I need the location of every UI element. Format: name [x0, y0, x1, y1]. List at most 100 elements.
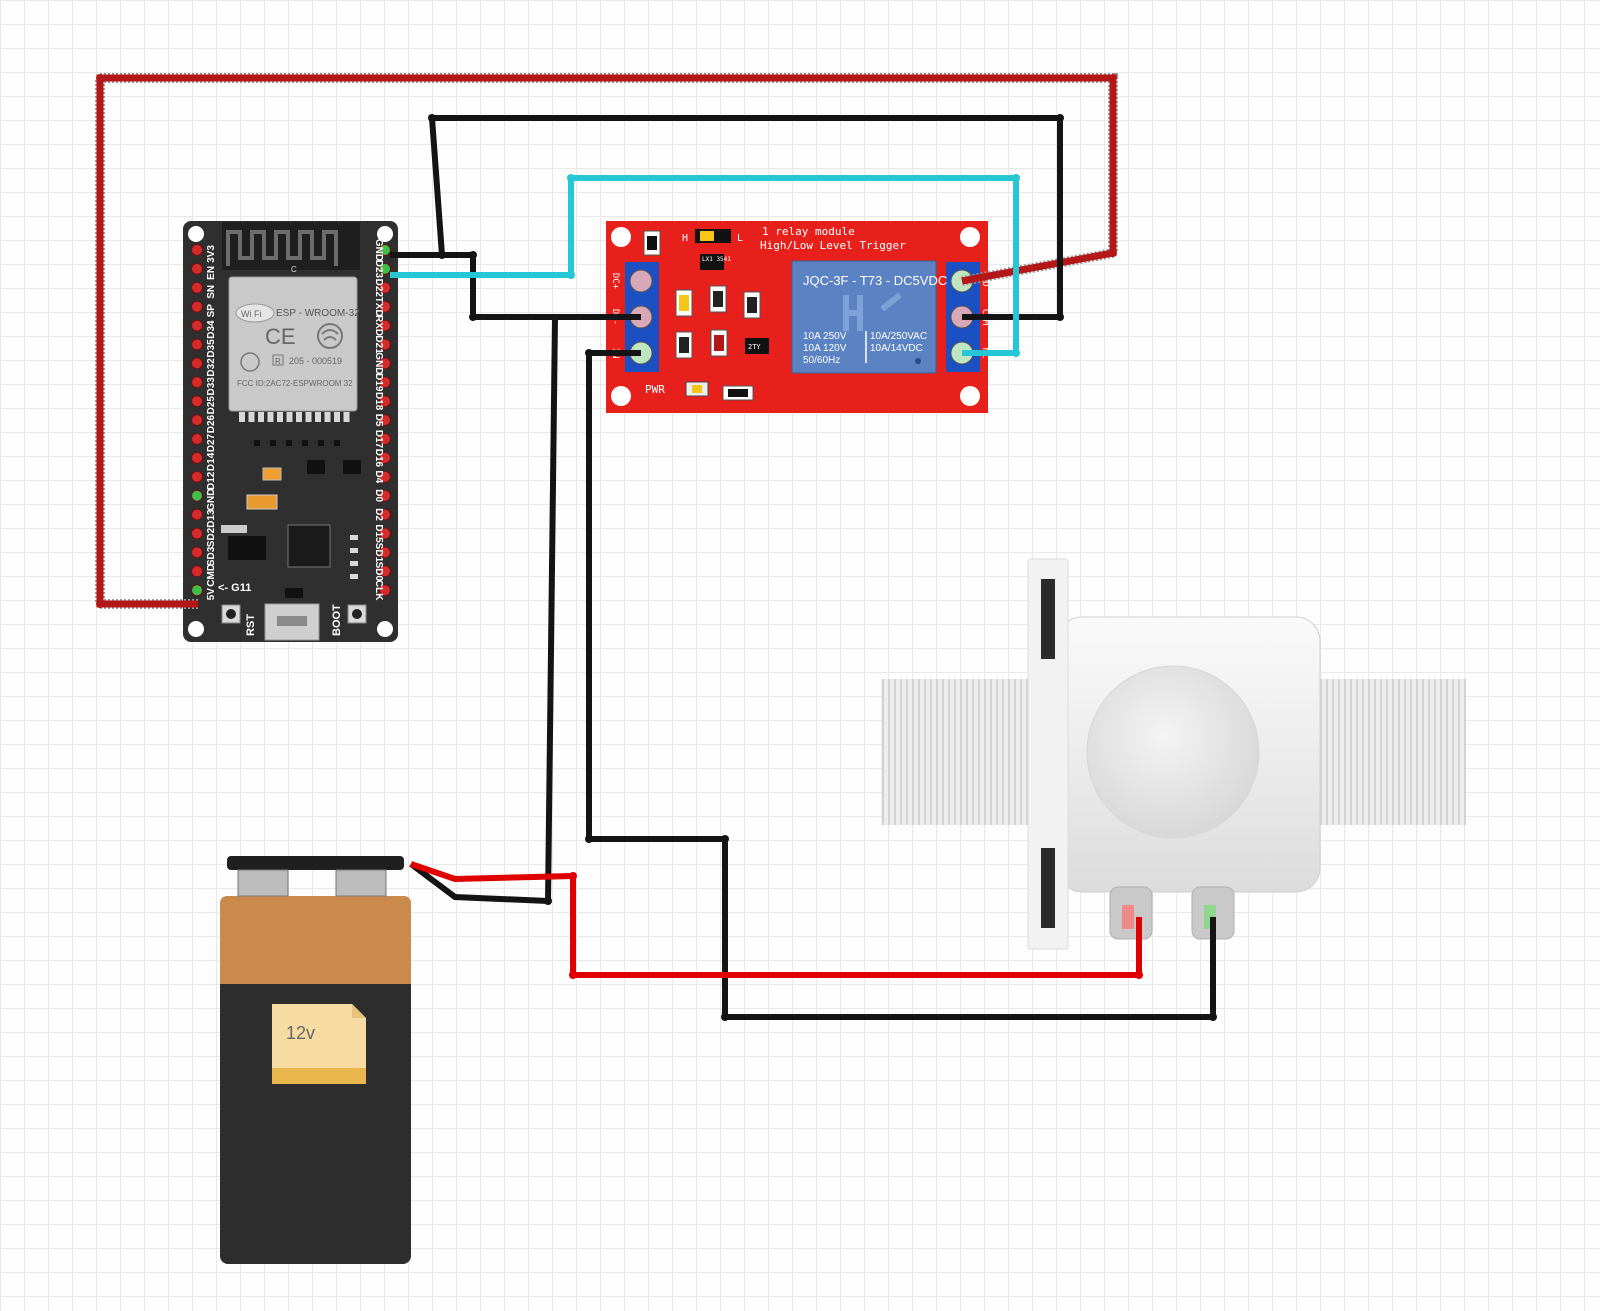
wire-bend-point[interactable]: [1056, 313, 1064, 321]
wire-bend-point[interactable]: [544, 897, 552, 905]
relay-schematic-icon: [843, 292, 902, 331]
wire-gnd-to-relay-dc-minus[interactable]: [390, 252, 641, 320]
esp32-pin-3v3[interactable]: [191, 244, 203, 256]
relay-title-2: High/Low Level Trigger: [760, 239, 906, 252]
esp32-pin-sn[interactable]: [191, 281, 203, 294]
esp32-board[interactable]: C Wi Fi ESP - WROOM-32 CE R 205 - 000519…: [183, 221, 398, 642]
esp32-mount-hole: [188, 621, 204, 637]
optocoupler-ic: [700, 254, 724, 270]
terminal-screw-dc-plus[interactable]: [629, 269, 653, 293]
esp32-pin-d19[interactable]: [379, 376, 391, 389]
esp32-pin-clk[interactable]: [379, 584, 391, 597]
esp32-pin-d32[interactable]: [191, 357, 203, 370]
esp32-pin-d5[interactable]: [379, 414, 391, 427]
wire-bend-point[interactable]: [1209, 1013, 1217, 1021]
esp32-pin-label: TXD: [373, 297, 384, 317]
esp32-pin-d26[interactable]: [191, 414, 203, 427]
esp32-pin-d2[interactable]: [379, 508, 391, 521]
esp32-pin-d4[interactable]: [379, 470, 391, 483]
wire-bend-point[interactable]: [1012, 174, 1020, 182]
wire-battery-pos-to-valve[interactable]: [410, 861, 1142, 978]
battery-label-icon: [272, 1004, 366, 1084]
antenna-trace-icon: [226, 230, 338, 266]
esp32-pin-sp[interactable]: [191, 300, 203, 313]
esp32-pin-cmd[interactable]: [191, 565, 203, 578]
wire-bend-point[interactable]: [438, 251, 446, 259]
solenoid-valve[interactable]: [881, 558, 1466, 950]
esp32-pin-gnd[interactable]: [379, 244, 391, 256]
esp32-pin-sd3[interactable]: [191, 546, 203, 559]
esp32-pin-d15[interactable]: [379, 527, 391, 540]
esp32-pin-txd[interactable]: [379, 300, 391, 313]
relay-module[interactable]: 1 relay module High/Low Level Trigger H …: [606, 221, 990, 413]
bracket-slot-bottom: [1041, 848, 1055, 928]
esp32-pin-d17[interactable]: [379, 433, 391, 445]
esp32-pin-label: GND: [373, 239, 384, 261]
esp32-pin-d22[interactable]: [379, 281, 391, 294]
wire-bend-point[interactable]: [1012, 349, 1020, 357]
wire-bend-point[interactable]: [469, 251, 477, 259]
wroom-pad: [305, 412, 312, 422]
esp32-pin-d35[interactable]: [191, 338, 203, 351]
wire-bend-point[interactable]: [1109, 249, 1117, 257]
wire-bend-point[interactable]: [569, 872, 577, 880]
smd-part: [270, 440, 276, 446]
esp32-pin-sd0[interactable]: [379, 565, 391, 578]
wroom-pad: [315, 412, 321, 422]
battery-snap-cap: [227, 856, 404, 870]
transistor: [307, 460, 325, 474]
battery-voltage: 12v: [286, 1023, 315, 1043]
wire-bend-point[interactable]: [1056, 114, 1064, 122]
wire-bend-point[interactable]: [1109, 74, 1117, 82]
esp32-pin-sd1[interactable]: [379, 546, 391, 559]
valve-coil-boss: [1086, 665, 1260, 839]
wire-bend-point[interactable]: [585, 349, 593, 357]
wire-bend-point[interactable]: [567, 271, 575, 279]
esp32-pin-gnd[interactable]: [191, 489, 203, 502]
esp32-pin-d25[interactable]: [191, 395, 203, 408]
esp32-pin-sd2[interactable]: [191, 527, 203, 540]
wire-bend-point[interactable]: [96, 74, 104, 82]
esp32-pin-label: EN: [206, 266, 217, 280]
wire-d23-to-relay-nc[interactable]: [390, 175, 1019, 356]
esp32-pin-d23[interactable]: [379, 262, 391, 275]
wire-bend-point[interactable]: [569, 971, 577, 979]
wire-bend-point[interactable]: [428, 114, 436, 122]
esp32-mount-hole: [377, 621, 393, 637]
esp32-pin-d21[interactable]: [379, 338, 391, 351]
esp32-pin-d14[interactable]: [191, 451, 203, 464]
esp32-pin-label: D34: [206, 320, 217, 339]
esp32-pin-d13[interactable]: [191, 508, 203, 521]
esp32-pin-en[interactable]: [191, 262, 203, 275]
esp32-pin-label: SN: [206, 285, 217, 299]
esp32-pin-gnd[interactable]: [379, 357, 391, 370]
esp32-pin-d16[interactable]: [379, 451, 391, 464]
wire-bend-point[interactable]: [469, 313, 477, 321]
esp32-pin-label: 5V: [206, 588, 217, 601]
esp32-pin-label: CMD: [206, 564, 217, 587]
wire-bend-point[interactable]: [721, 1013, 729, 1021]
esp32-pin-d27[interactable]: [191, 433, 203, 445]
wire-5v-to-relay-no[interactable]: [96, 74, 1117, 608]
esp32-pin-d0[interactable]: [379, 489, 391, 502]
esp32-pin-d33[interactable]: [191, 376, 203, 389]
wire-bend-point[interactable]: [585, 835, 593, 843]
antenna-mark: C: [291, 265, 297, 274]
wire-bend-point[interactable]: [721, 835, 729, 843]
esp32-pin-5v[interactable]: [191, 584, 203, 597]
wire-bend-point[interactable]: [567, 174, 575, 182]
pwr-label: PWR: [645, 383, 665, 396]
wire-bend-point[interactable]: [96, 600, 104, 608]
esp32-pin-label: D4: [373, 470, 384, 483]
esp32-pin-label: D13: [206, 509, 217, 528]
smd-part: [350, 548, 358, 553]
rating-left-2: 10A 120V: [803, 343, 847, 354]
esp32-pin-rxd[interactable]: [379, 319, 391, 332]
esp32-pin-d18[interactable]: [379, 395, 391, 408]
wire-bend-point[interactable]: [1135, 971, 1143, 979]
trigger-jumper-cap[interactable]: [700, 231, 714, 241]
esp32-pin-d12[interactable]: [191, 470, 203, 483]
esp32-pin-d34[interactable]: [191, 319, 203, 332]
battery-12v[interactable]: 12v: [220, 856, 411, 1264]
cert-number: 205 - 000519: [289, 356, 342, 366]
